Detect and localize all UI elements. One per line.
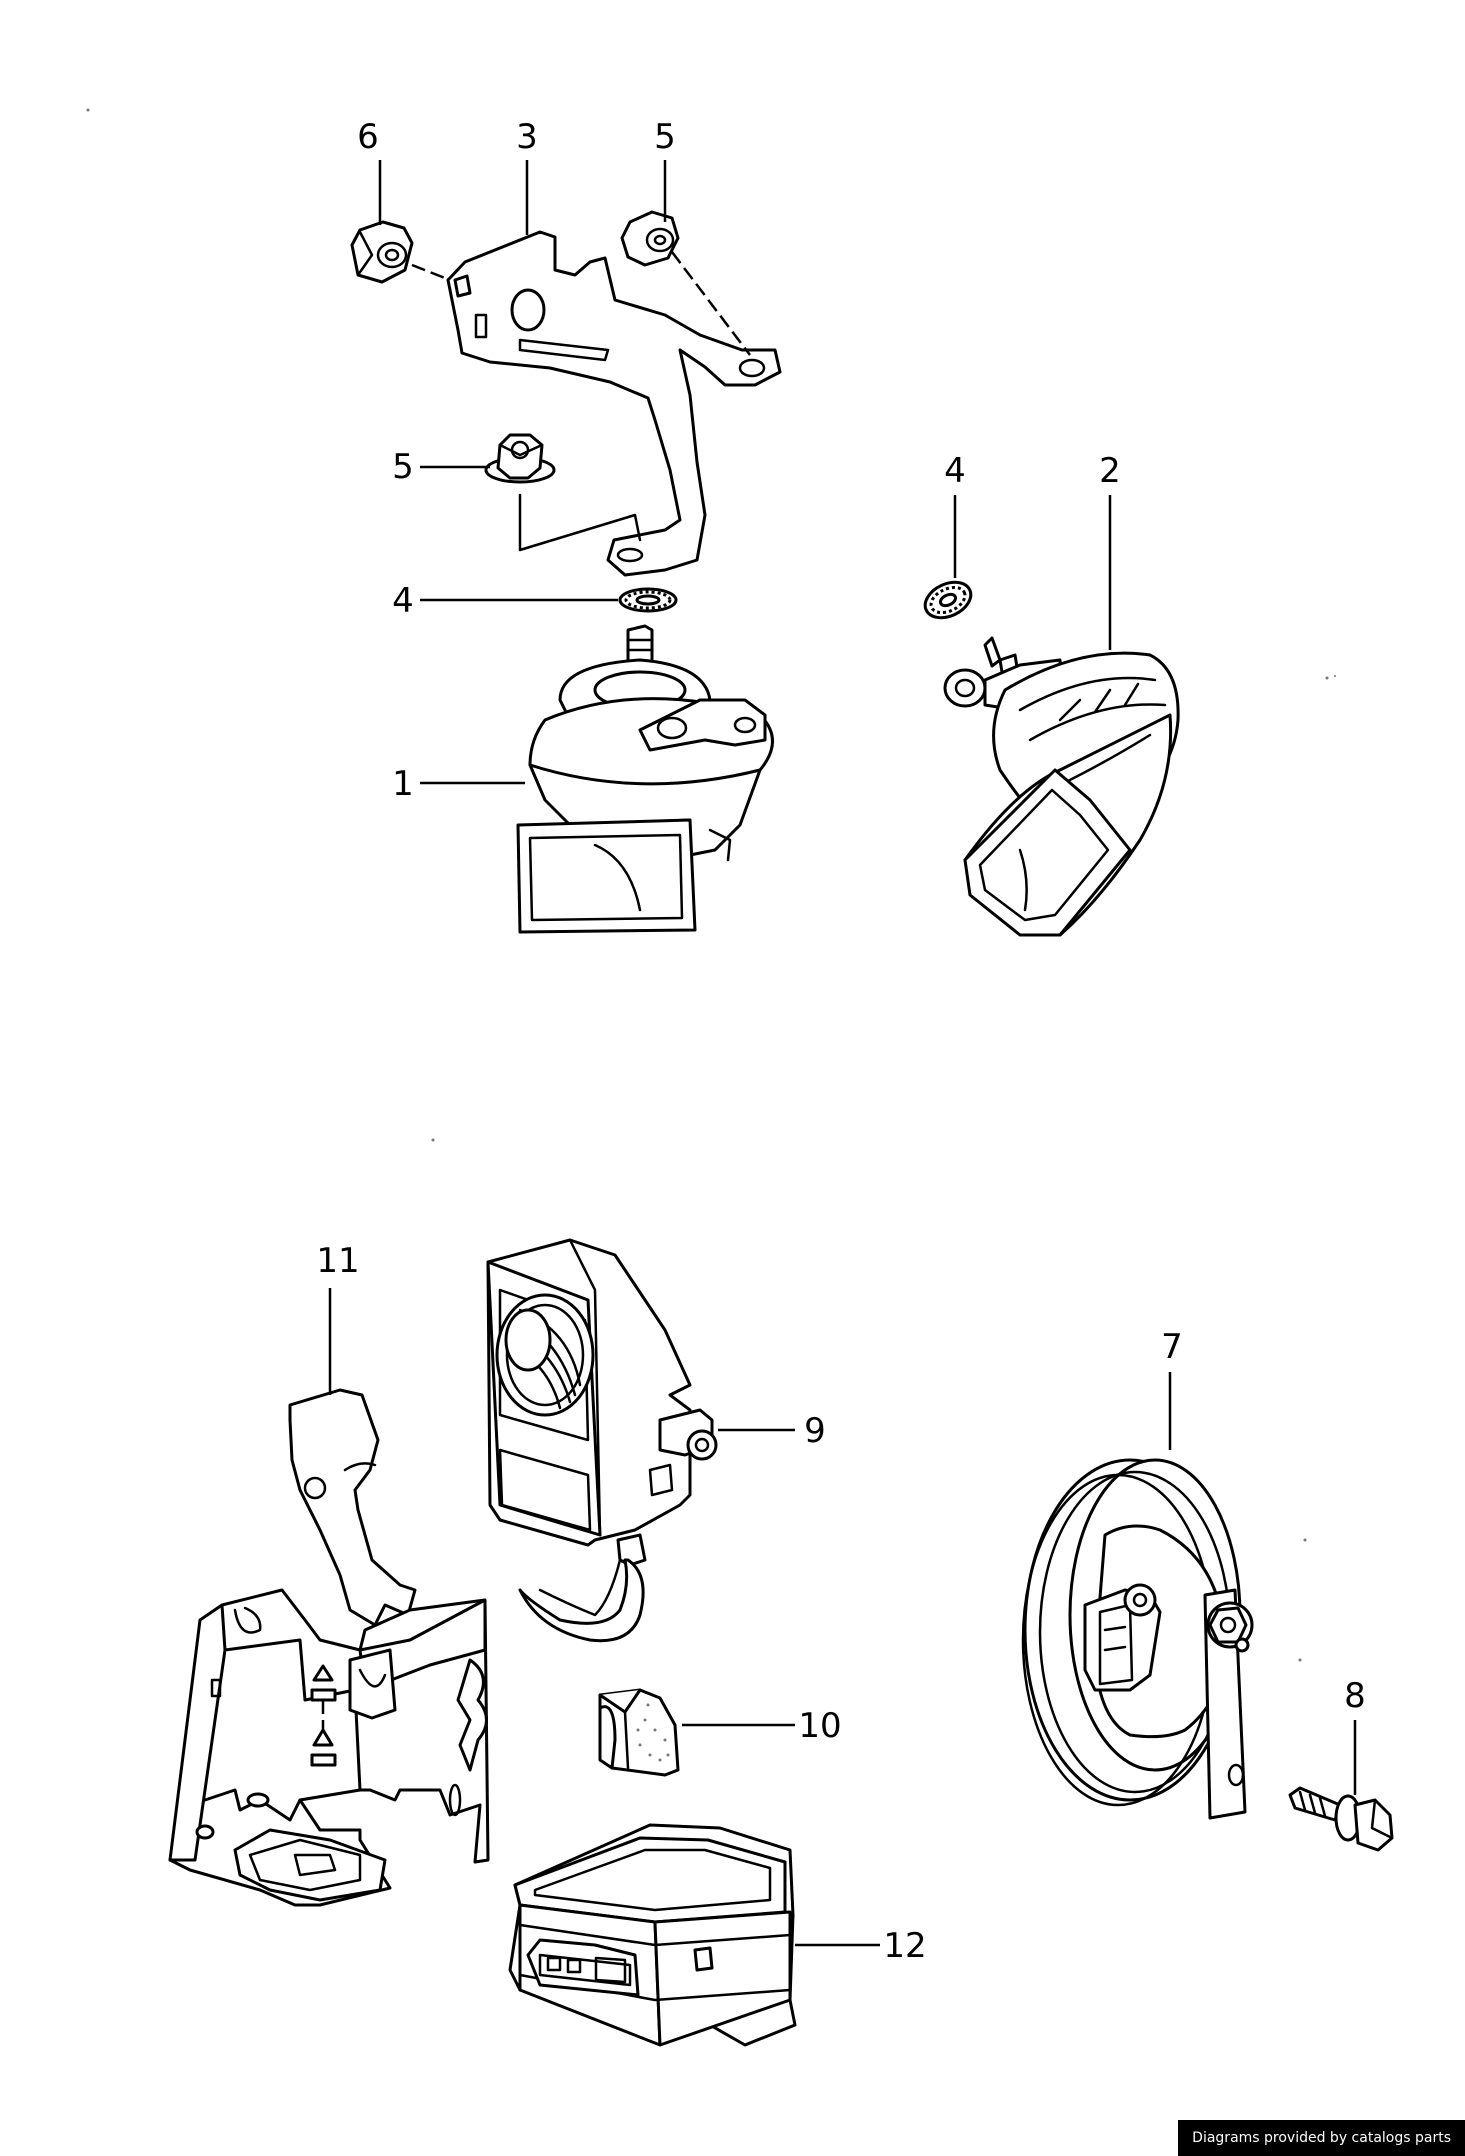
callout-6: 6 <box>357 117 382 225</box>
svg-text:4: 4 <box>944 451 966 491</box>
part-11-mounting-bracket[interactable] <box>168 1388 490 1907</box>
callout-11: 11 <box>316 1241 360 1395</box>
part-9-electronic-horn[interactable] <box>486 1238 718 1643</box>
callout-9: 9 <box>718 1411 826 1451</box>
part-4-lock-washer-left[interactable] <box>618 587 678 613</box>
svg-text:6: 6 <box>357 117 379 157</box>
svg-text:12: 12 <box>883 1926 926 1966</box>
part-5-flange-nut-upper[interactable] <box>620 210 680 267</box>
callout-10: 10 <box>682 1706 842 1746</box>
svg-text:9: 9 <box>804 1411 826 1451</box>
svg-text:11: 11 <box>316 1241 359 1281</box>
part-3-bracket[interactable] <box>446 230 782 577</box>
svg-text:3: 3 <box>516 117 538 157</box>
assembly-line-5-bracket <box>518 493 642 552</box>
part-10-foam-damper[interactable] <box>598 1688 680 1777</box>
part-2-horn[interactable] <box>943 636 1180 937</box>
callout-5-middle: 5 <box>392 447 490 487</box>
assembly-line-6-3 <box>411 263 456 284</box>
svg-text:2: 2 <box>1099 451 1121 491</box>
callout-2: 2 <box>1099 451 1121 650</box>
svg-text:4: 4 <box>392 581 414 621</box>
callout-12: 12 <box>795 1926 927 1966</box>
callout-5-upper: 5 <box>654 117 676 222</box>
part-5-hex-nut-middle[interactable] <box>484 433 556 484</box>
svg-text:5: 5 <box>654 117 676 157</box>
part-4-lock-washer-right[interactable] <box>919 575 976 624</box>
svg-text:7: 7 <box>1161 1327 1183 1367</box>
svg-text:5: 5 <box>392 447 414 487</box>
callout-4-right: 4 <box>944 451 966 578</box>
part-7-disc-horn[interactable] <box>1021 1458 1254 1820</box>
scan-specks <box>86 108 1336 1662</box>
svg-text:8: 8 <box>1344 1676 1366 1716</box>
svg-text:1: 1 <box>392 764 414 804</box>
callout-4-left: 4 <box>392 581 618 621</box>
callout-1: 1 <box>392 764 525 804</box>
part-8-hex-bolt[interactable] <box>1288 1786 1394 1852</box>
svg-text:10: 10 <box>798 1706 841 1746</box>
callout-7: 7 <box>1161 1327 1183 1450</box>
callout-3: 3 <box>516 117 538 235</box>
part-12-control-unit[interactable] <box>508 1823 797 2047</box>
part-6-flange-nut[interactable] <box>350 220 414 284</box>
diagram-credit: Diagrams provided by catalogs parts <box>1178 2120 1465 2156</box>
part-1-horn[interactable] <box>516 624 774 934</box>
assembly-line-5-3 <box>671 251 751 356</box>
callout-8: 8 <box>1344 1676 1366 1795</box>
